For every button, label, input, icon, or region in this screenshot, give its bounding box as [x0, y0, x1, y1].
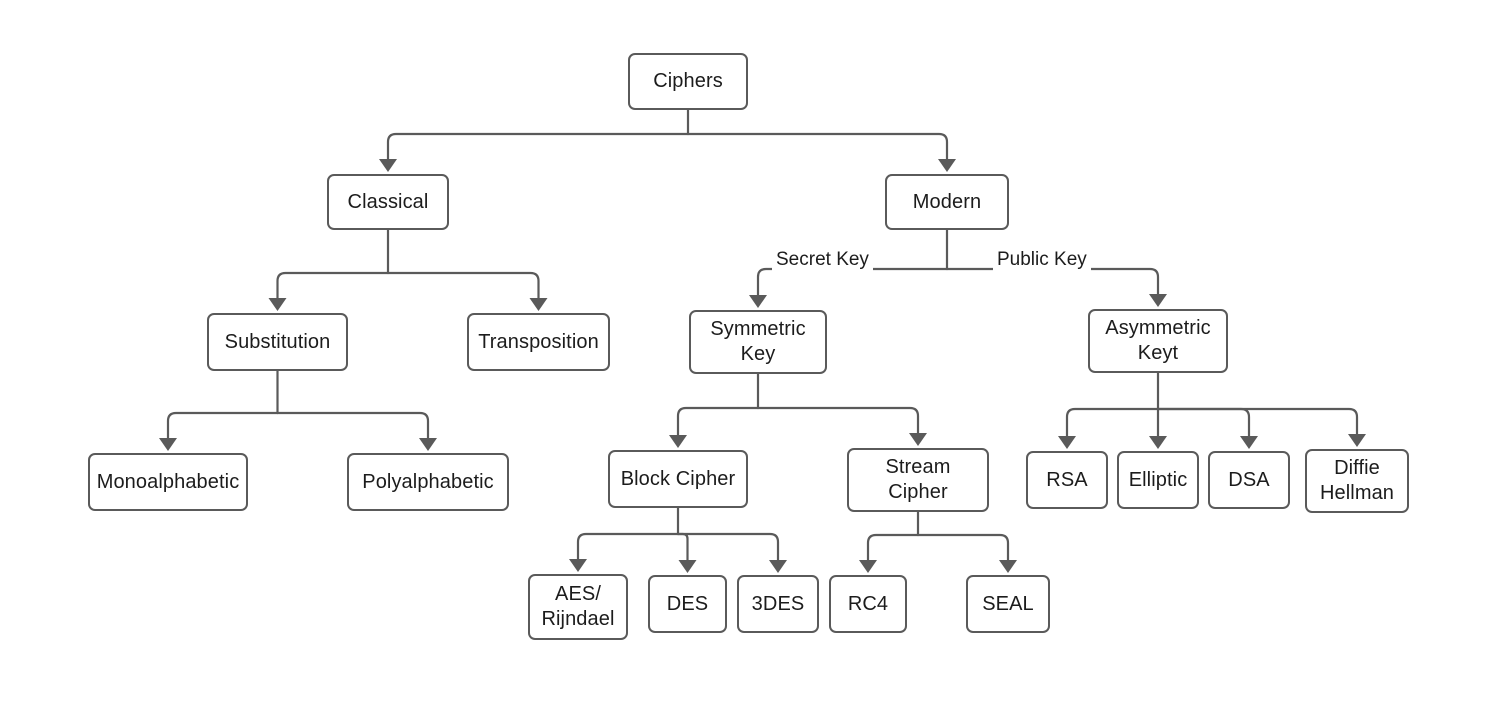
edge-asymmetric-to-diffie — [1156, 407, 1359, 436]
arrowhead-modern — [938, 159, 956, 172]
node-asymmetric[interactable]: Asymmetric Keyt — [1088, 309, 1228, 373]
edge-label-public-key: Public Key — [993, 249, 1091, 271]
arrowhead-seal — [999, 560, 1017, 573]
edge-asymmetric-to-dsa — [1156, 407, 1251, 438]
arrowhead-symmetric — [749, 295, 767, 308]
arrowhead-des — [678, 560, 697, 573]
arrowhead-classical — [379, 159, 397, 172]
node-ciphers[interactable]: Ciphers — [628, 53, 748, 110]
edge-symmetric-to-streamcipher — [756, 406, 920, 435]
edge-modern-to-symmetric — [756, 267, 949, 297]
arrowhead-asymmetric — [1149, 294, 1167, 307]
arrowhead-dsa — [1240, 436, 1258, 449]
edge-blockcipher-to-des3 — [676, 532, 780, 562]
edge-substitution-to-monoalphabetic — [166, 411, 279, 440]
edge-classical-to-transposition — [386, 271, 540, 300]
node-seal[interactable]: SEAL — [966, 575, 1050, 633]
node-dsa[interactable]: DSA — [1208, 451, 1290, 509]
arrowhead-polyalphabetic — [419, 438, 437, 451]
arrowhead-elliptic — [1149, 436, 1167, 449]
arrowhead-monoalphabetic — [159, 438, 177, 451]
arrowhead-substitution — [268, 298, 287, 311]
node-polyalphabetic[interactable]: Polyalphabetic — [347, 453, 509, 511]
node-des[interactable]: DES — [648, 575, 727, 633]
node-classical[interactable]: Classical — [327, 174, 449, 230]
node-rc4[interactable]: RC4 — [829, 575, 907, 633]
edge-asymmetric-to-rsa — [1065, 407, 1160, 438]
node-rsa[interactable]: RSA — [1026, 451, 1108, 509]
arrowhead-aes — [569, 559, 587, 572]
arrowhead-transposition — [529, 298, 548, 311]
edge-streamcipher-to-rc4 — [866, 533, 920, 562]
edge-blockcipher-to-des — [676, 532, 689, 562]
arrowhead-rsa — [1058, 436, 1076, 449]
node-elliptic[interactable]: Elliptic — [1117, 451, 1199, 509]
node-streamcipher[interactable]: Stream Cipher — [847, 448, 989, 512]
arrowhead-blockcipher — [669, 435, 687, 448]
edge-symmetric-to-blockcipher — [676, 406, 760, 437]
edge-streamcipher-to-seal — [916, 533, 1010, 562]
node-transposition[interactable]: Transposition — [467, 313, 610, 371]
edge-blockcipher-to-aes — [576, 532, 680, 561]
edge-modern-to-asymmetric — [945, 267, 1160, 296]
edge-substitution-to-polyalphabetic — [276, 411, 430, 440]
arrowhead-des3 — [769, 560, 787, 573]
edge-ciphers-to-classical — [386, 132, 690, 161]
edge-ciphers-to-modern — [686, 132, 949, 161]
node-aes[interactable]: AES/ Rijndael — [528, 574, 628, 640]
node-substitution[interactable]: Substitution — [207, 313, 348, 371]
edge-label-secret-key: Secret Key — [772, 249, 873, 271]
node-monoalphabetic[interactable]: Monoalphabetic — [88, 453, 248, 511]
node-symmetric[interactable]: Symmetric Key — [689, 310, 827, 374]
node-des3[interactable]: 3DES — [737, 575, 819, 633]
node-modern[interactable]: Modern — [885, 174, 1009, 230]
arrowhead-streamcipher — [909, 433, 927, 446]
edge-classical-to-substitution — [276, 271, 390, 300]
arrowhead-rc4 — [859, 560, 877, 573]
node-diffie[interactable]: Diffie Hellman — [1305, 449, 1409, 513]
arrowhead-diffie — [1348, 434, 1366, 447]
node-blockcipher[interactable]: Block Cipher — [608, 450, 748, 508]
